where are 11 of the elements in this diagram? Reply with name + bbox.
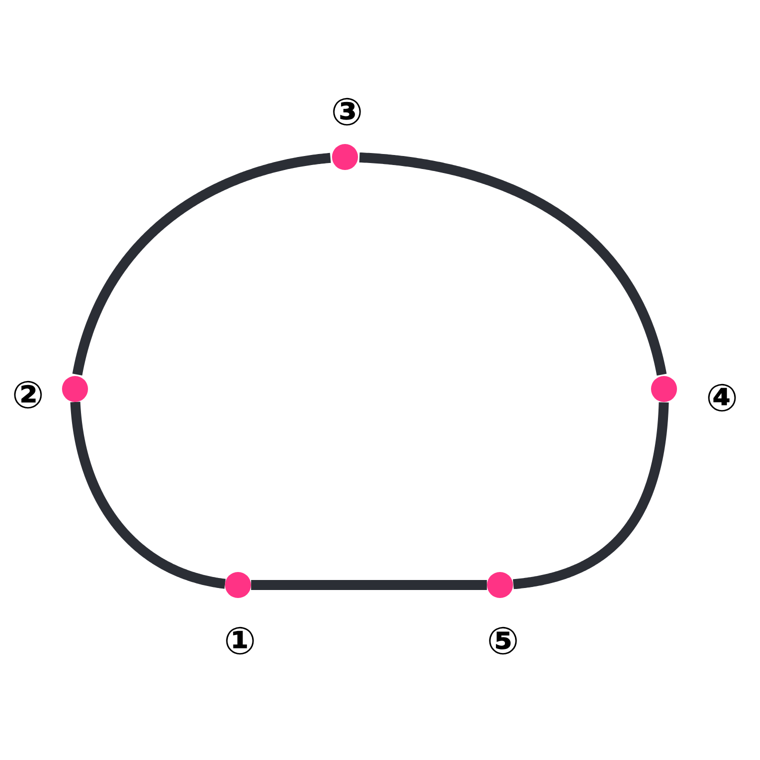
callout-number: ①: [224, 622, 256, 660]
callout-number: ③: [330, 93, 364, 131]
point-dot: [62, 376, 88, 402]
point-dot: [651, 376, 677, 402]
curve-line: [72, 152, 334, 378]
callout-number: ④: [706, 379, 738, 417]
callout-number: ②: [12, 376, 44, 414]
callout-number: ⑤: [486, 622, 520, 660]
point-dot: [225, 572, 251, 598]
point-dot: [487, 572, 513, 598]
point-dot: [332, 144, 358, 170]
